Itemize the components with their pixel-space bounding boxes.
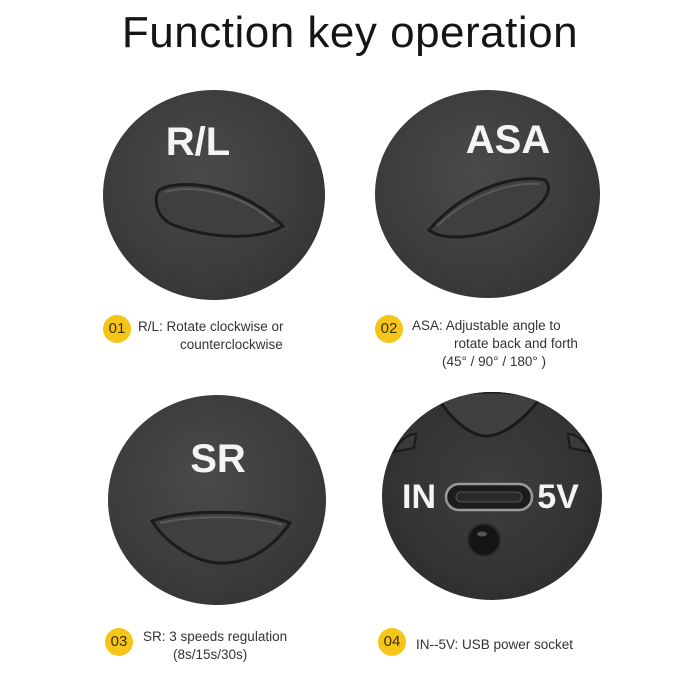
rl-caption: R/L: Rotate clockwise or counterclockwis… <box>138 319 284 352</box>
rl-button-icon <box>154 183 286 238</box>
reset-hole-icon <box>467 523 501 557</box>
step-badge-04: 04 <box>378 628 406 656</box>
rl-key-photo: R/L <box>103 90 325 300</box>
step-badge-02: 02 <box>375 315 403 343</box>
asa-key-label: ASA <box>465 118 551 162</box>
asa-button-icon <box>426 177 550 239</box>
usb-caption: IN--5V: USB power socket <box>416 637 574 652</box>
sr-key-photo: SR <box>108 395 326 605</box>
top-button-icon <box>435 392 543 438</box>
step-badge-03: 03 <box>105 628 133 656</box>
asa-caption: ASA: Adjustable angle to rotate back and… <box>412 318 578 369</box>
usb-c-port-icon <box>444 482 534 512</box>
step-badge-01: 01 <box>103 315 131 343</box>
rl-key-label: R/L <box>165 120 231 164</box>
in-label: IN <box>402 478 436 516</box>
sr-key-label: SR <box>190 437 246 481</box>
asa-key-photo: ASA <box>375 90 600 298</box>
side-button-left-icon <box>392 432 418 454</box>
page-title: Function key operation <box>121 8 579 57</box>
usb-port-photo: IN 5V <box>382 392 602 600</box>
5v-label: 5V <box>537 478 579 516</box>
sr-caption: SR: 3 speeds regulation (8s/15s/30s) <box>143 629 288 662</box>
side-button-right-icon <box>566 432 592 454</box>
sr-button-icon <box>149 510 293 565</box>
